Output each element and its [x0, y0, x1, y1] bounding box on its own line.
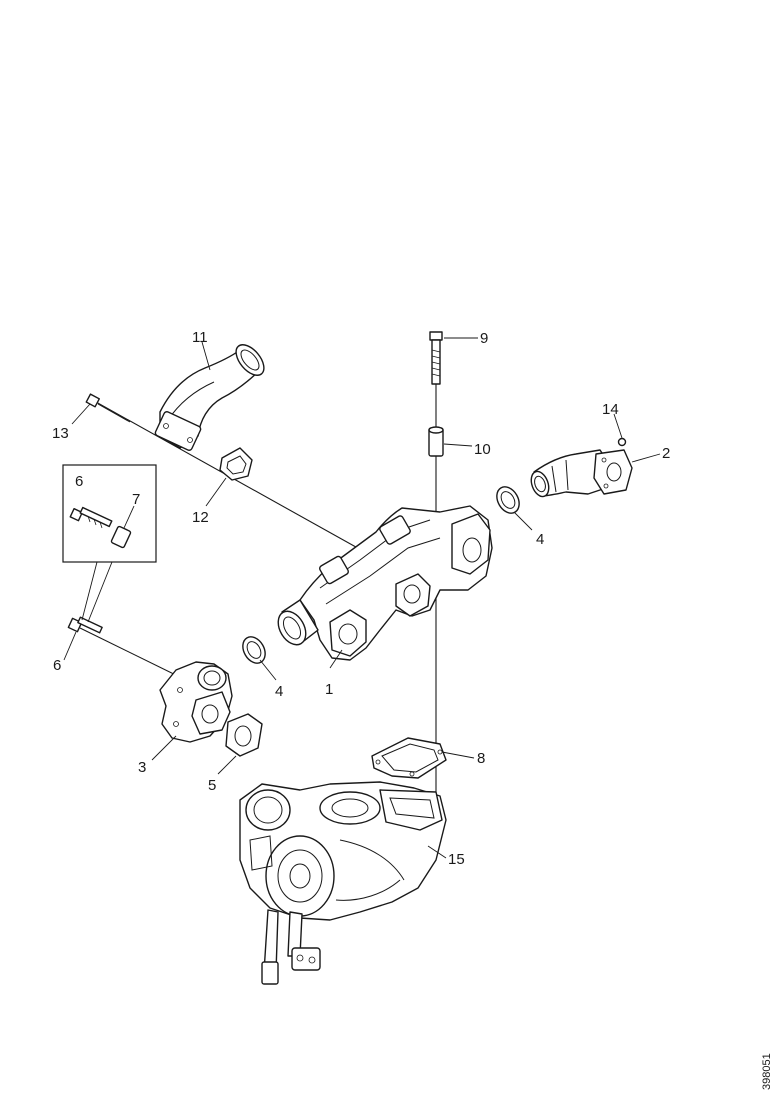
callout-leaders — [63, 337, 661, 859]
part-5-gasket — [225, 713, 263, 757]
leader-15 — [427, 845, 447, 859]
inset-detail-box — [62, 464, 157, 623]
callout-15: 15 — [448, 851, 465, 868]
callout-14: 14 — [602, 401, 619, 418]
lower-bolt-axis — [79, 627, 191, 683]
leader-12 — [205, 477, 227, 507]
part-15-turbocharger — [239, 781, 447, 985]
part-4-seal-ring-right — [496, 486, 520, 514]
leader-7 — [123, 505, 135, 529]
part-11-elbow-pipe — [154, 344, 265, 451]
inset-leader-b — [87, 561, 113, 623]
part-6-bolt — [67, 616, 103, 634]
part-1-exhaust-manifold — [277, 505, 493, 661]
callout-11: 11 — [192, 329, 208, 346]
part-9-stud — [429, 331, 443, 385]
callout-6-inset: 6 — [75, 473, 83, 490]
callout-3: 3 — [138, 759, 146, 776]
leader-6 — [63, 631, 77, 661]
leader-5 — [217, 755, 237, 775]
part-8-gasket — [371, 737, 447, 779]
callout-4-right: 4 — [536, 531, 544, 548]
inset-leader-a — [81, 561, 98, 621]
part-4-seal-ring-left — [242, 636, 266, 664]
callout-6: 6 — [53, 657, 61, 674]
leader-4b — [513, 511, 533, 531]
part-2-elbow-pipe — [530, 449, 633, 498]
leader-3 — [151, 735, 177, 761]
leader-2 — [631, 453, 661, 463]
callout-12: 12 — [192, 509, 209, 526]
part-10-spacer-sleeve — [428, 426, 444, 457]
callout-1: 1 — [325, 681, 333, 698]
leader-10 — [443, 443, 473, 447]
callout-13: 13 — [52, 425, 69, 442]
part-14-nut — [617, 437, 627, 447]
inset-part-6-bolt — [69, 506, 113, 529]
leader-4a — [259, 659, 277, 681]
callout-8: 8 — [477, 750, 485, 767]
callout-2: 2 — [662, 445, 670, 462]
leader-8 — [441, 751, 475, 759]
callout-9: 9 — [480, 330, 488, 347]
part-13-bolt — [85, 393, 131, 423]
callout-5: 5 — [208, 777, 216, 794]
callout-7: 7 — [132, 491, 140, 508]
callout-10: 10 — [474, 441, 491, 458]
leader-11 — [201, 341, 211, 371]
leader-1 — [329, 649, 343, 669]
callout-4-left: 4 — [275, 683, 283, 700]
leader-13 — [71, 403, 91, 425]
part-12-gasket — [219, 447, 253, 481]
inset-part-7-sleeve — [110, 525, 132, 549]
part-3-elbow-housing — [159, 661, 233, 743]
callout-labels: 1 2 3 4 4 5 6 6 7 8 9 10 11 12 13 14 15 — [52, 329, 670, 868]
leader-14 — [613, 413, 623, 439]
document-number: 398051 — [761, 1053, 773, 1090]
